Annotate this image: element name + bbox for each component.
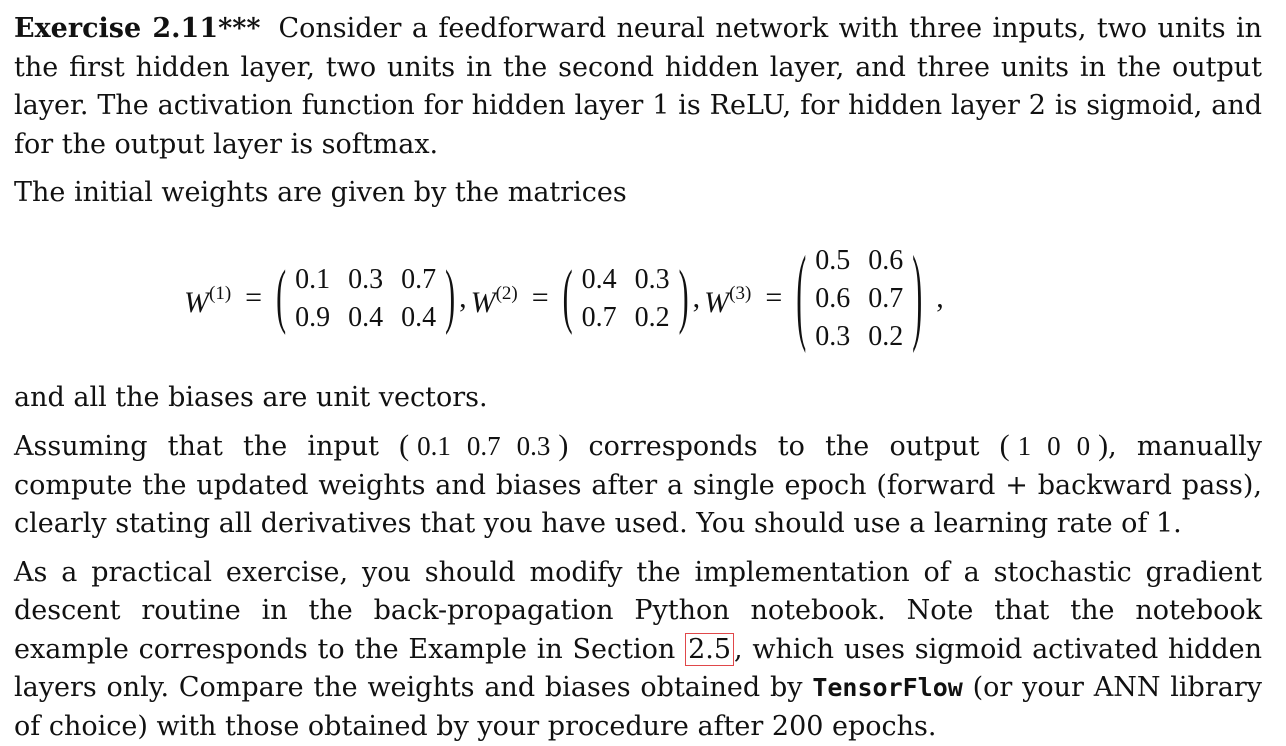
section-2-5-link[interactable]: 2.5 [685,633,734,666]
w1-cell: 0.4 [339,299,392,337]
w3-cell: 0.7 [859,280,912,318]
w1-cell: 0.4 [392,299,445,337]
document-body: Exercise 2.11***Consider a feedforward n… [14,10,1262,746]
w3-cell: 0.6 [859,242,912,280]
tensorflow-code: TensorFlow [812,673,963,702]
w3-cell: 0.2 [859,318,912,356]
w2-cell: 0.7 [573,299,626,337]
weights-intro: The initial weights are given by the mat… [14,174,1262,213]
w2-cell: 0.2 [626,299,679,337]
w3-cell: 0.5 [806,242,859,280]
w1-cell: 0.7 [392,261,445,299]
w1-cell: 0.1 [286,261,339,299]
exercise-intro-paragraph: Exercise 2.11***Consider a feedforward n… [14,10,1262,164]
w3-symbol: W(3) [704,275,751,323]
practical-paragraph: As a practical exercise, you should modi… [14,554,1262,746]
w2-symbol: W(2) [471,275,518,323]
biases-text: and all the biases are unit vectors. [14,379,1262,418]
w1-cell: 0.3 [339,261,392,299]
exercise-heading: Exercise 2.11*** [14,13,261,44]
w3-cell: 0.3 [806,318,859,356]
w1-symbol: W(1) [184,275,231,323]
w1-cell: 0.9 [286,299,339,337]
w2-cell: 0.4 [573,261,626,299]
w3-cell: 0.6 [806,280,859,318]
w2-cell: 0.3 [626,261,679,299]
